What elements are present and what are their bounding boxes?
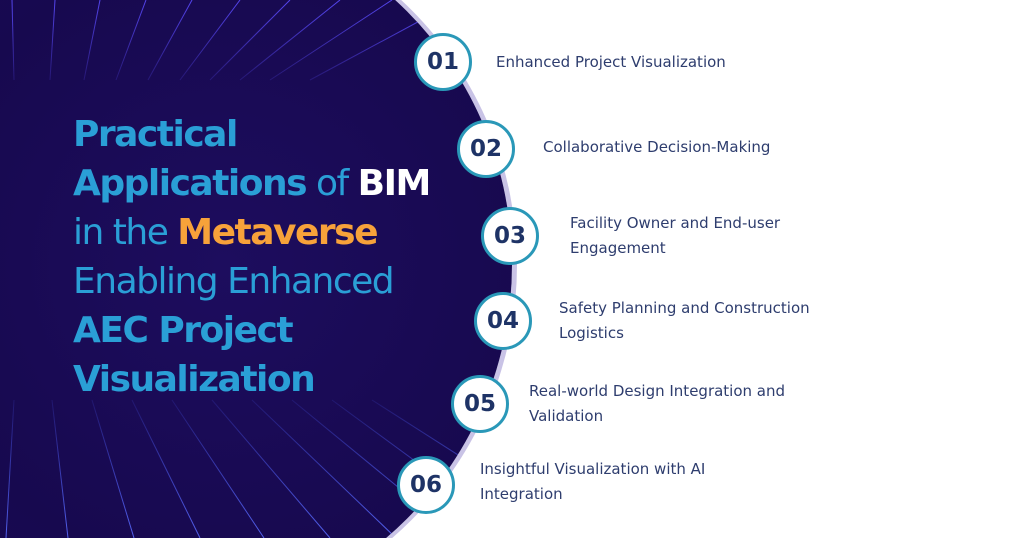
- number-badge: 05: [451, 375, 509, 433]
- title-line-3: in the Metaverse: [73, 212, 379, 253]
- title-highlight-metaverse: Metaverse: [177, 212, 378, 253]
- title-line-4: Enabling Enhanced: [73, 261, 395, 302]
- title-line-5: AEC Project: [73, 310, 294, 351]
- title-line-2: Applications of BIM: [73, 163, 432, 204]
- number-badge: 02: [457, 120, 515, 178]
- page-title: Practical Applications of BIM in the Met…: [73, 110, 433, 404]
- title-line-6: Visualization: [73, 359, 316, 400]
- title-line-1: Practical: [73, 114, 238, 155]
- number-badge: 03: [481, 207, 539, 265]
- number-badge: 04: [474, 292, 532, 350]
- perspective-grid-background: [0, 0, 512, 538]
- item-label: Collaborative Decision-Making: [543, 138, 771, 156]
- number-badge: 01: [414, 33, 472, 91]
- dark-semicircle-panel: [0, 0, 512, 538]
- title-highlight-bim: BIM: [357, 163, 432, 204]
- item-label: Enhanced Project Visualization: [496, 53, 726, 71]
- number-badge: 06: [397, 456, 455, 514]
